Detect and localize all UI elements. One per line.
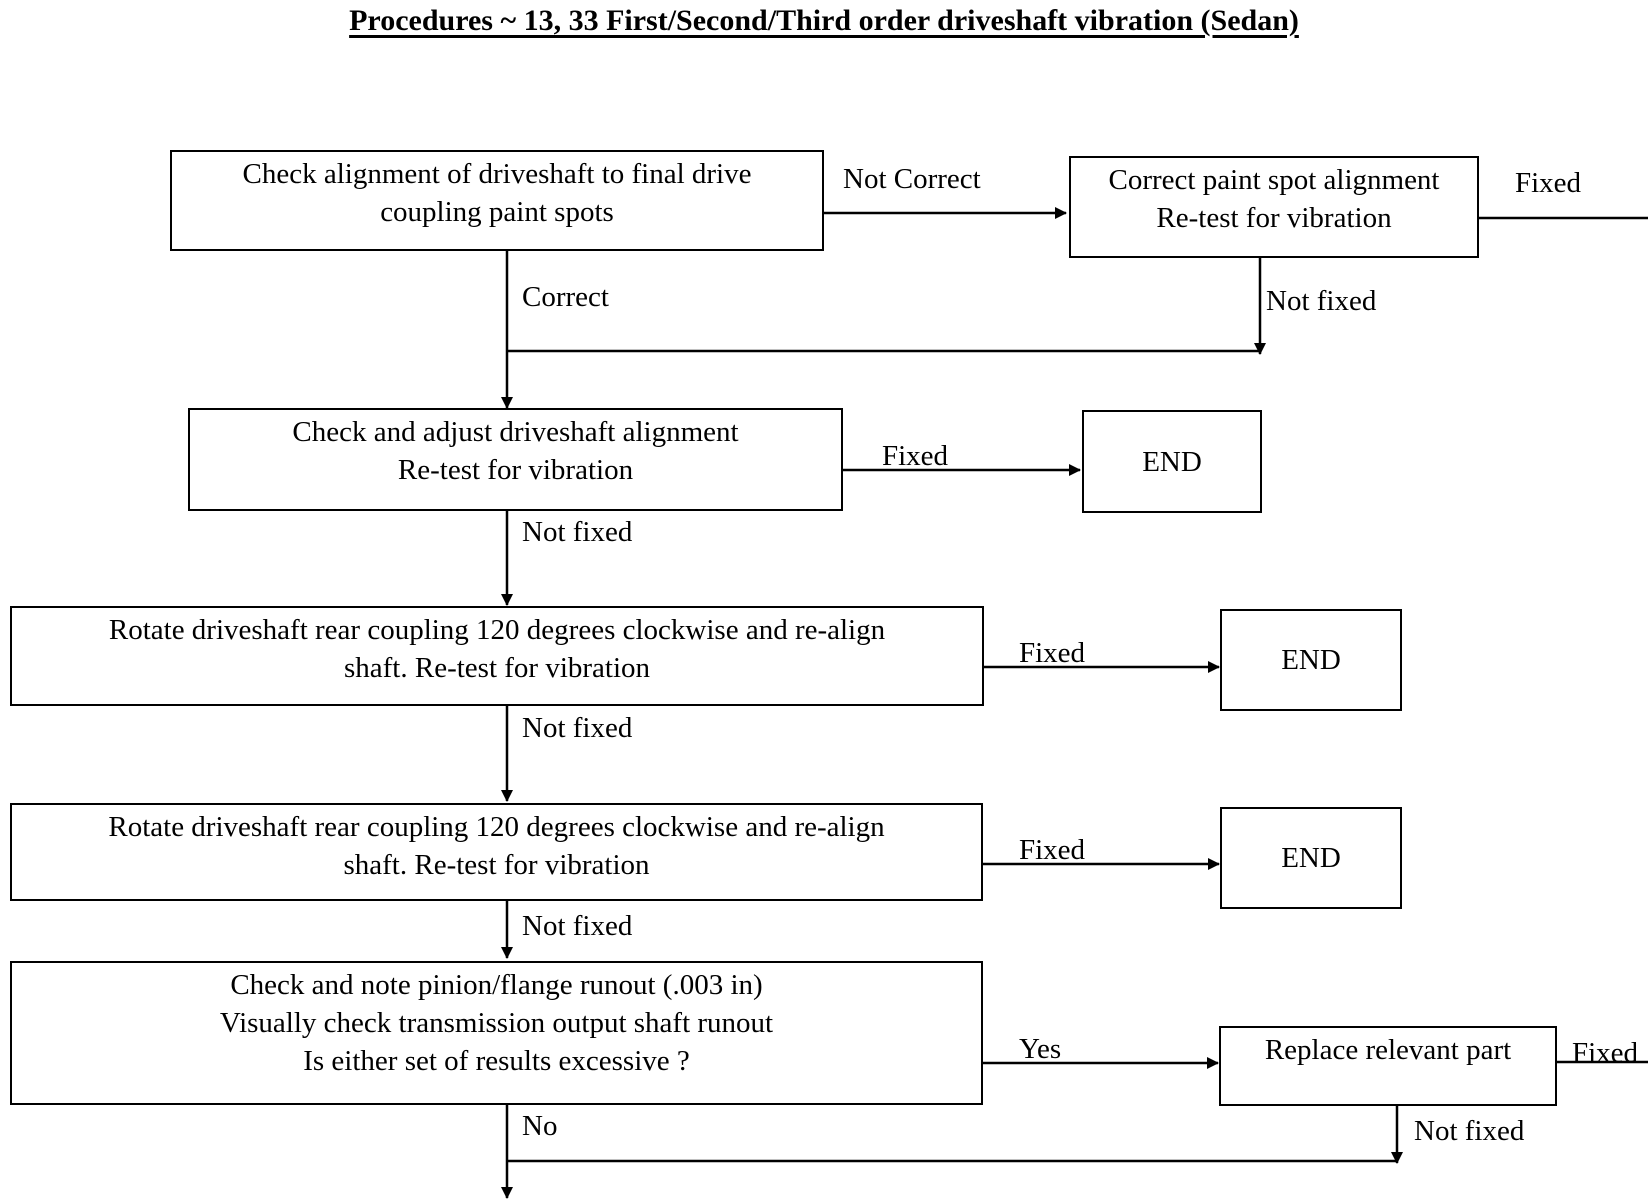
node-text: END [1281, 644, 1341, 676]
label-not-fixed-paint: Not fixed [1266, 285, 1377, 317]
node-text: Check alignment of driveshaft to final d… [242, 158, 752, 190]
node-end-2: END [1220, 609, 1402, 711]
node-text: END [1142, 445, 1202, 478]
node-text: Re-test for vibration [1156, 202, 1392, 234]
node-rotate-coupling-2: Rotate driveshaft rear coupling 120 degr… [10, 803, 983, 901]
node-text: Re-test for vibration [397, 454, 634, 486]
label-yes: Yes [1019, 1033, 1062, 1065]
node-adjust-alignment: Check and adjust driveshaft alignment Re… [188, 408, 843, 511]
node-text: shaft. Re-test for vibration [343, 652, 651, 684]
label-fixed-rotate1: Fixed [1019, 637, 1086, 669]
node-text: Visually check transmission output shaft… [219, 1007, 774, 1039]
node-text: Rotate driveshaft rear coupling 120 degr… [108, 811, 885, 843]
node-correct-paint-spot: Correct paint spot alignment Re-test for… [1069, 156, 1479, 258]
node-text: Check and adjust driveshaft alignment [292, 416, 739, 448]
node-text: Correct paint spot alignment [1108, 164, 1440, 196]
label-not-fixed-rotate1: Not fixed [522, 712, 633, 744]
diagram-title: Procedures ~ 13, 33 First/Second/Third o… [349, 4, 1299, 37]
node-text: Replace relevant part [1264, 1034, 1512, 1066]
node-check-runout: Check and note pinion/flange runout (.00… [10, 961, 983, 1105]
node-text: Check and note pinion/flange runout (.00… [230, 969, 763, 1001]
label-fixed-adjust: Fixed [882, 440, 949, 472]
node-text: shaft. Re-test for vibration [343, 849, 650, 881]
node-rotate-coupling-1: Rotate driveshaft rear coupling 120 degr… [10, 606, 984, 706]
label-not-fixed-rotate2: Not fixed [522, 910, 633, 942]
label-fixed-rotate2: Fixed [1019, 834, 1086, 866]
node-text: END [1281, 842, 1341, 874]
node-replace-part: Replace relevant part [1219, 1026, 1557, 1106]
node-end-1: END [1082, 410, 1262, 513]
label-not-correct: Not Correct [843, 163, 981, 195]
label-no: No [522, 1110, 558, 1142]
label-not-fixed-adjust: Not fixed [522, 516, 633, 548]
node-text: Is either set of results excessive ? [303, 1045, 690, 1077]
label-correct: Correct [522, 281, 609, 313]
node-text: coupling paint spots [380, 196, 614, 228]
label-fixed-replace: Fixed [1572, 1037, 1639, 1069]
label-fixed-top: Fixed [1515, 167, 1582, 199]
label-not-fixed-replace: Not fixed [1414, 1115, 1525, 1147]
node-end-3: END [1220, 807, 1402, 909]
node-text: Rotate driveshaft rear coupling 120 degr… [108, 614, 886, 646]
node-check-paint-spots: Check alignment of driveshaft to final d… [170, 150, 824, 251]
